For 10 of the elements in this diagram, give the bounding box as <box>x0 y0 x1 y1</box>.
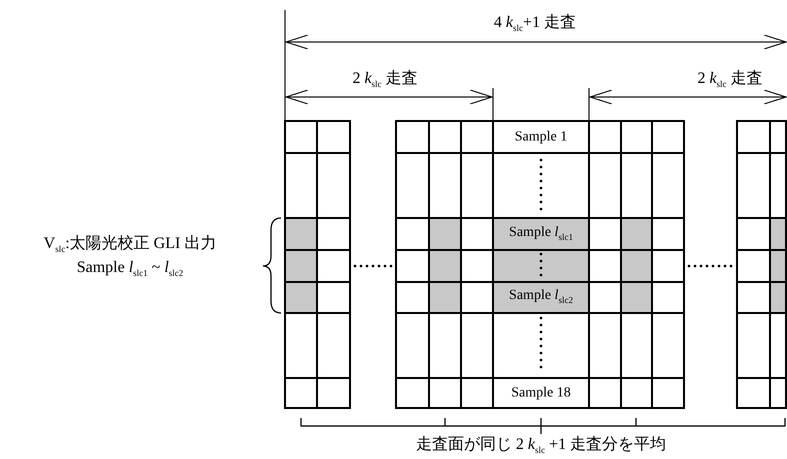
cell-text: Sample 18 <box>511 385 571 401</box>
dimension-label: 2 k$_{slc}$ 走査 <box>697 70 763 90</box>
cell-text: Sample l$_{slc1}$ <box>509 225 573 243</box>
dimension-label: 4 k$_{slc}$+1 走査 <box>494 14 576 34</box>
annotation-text: Sample l$_{slc1}$ ~ l$_{slc2}$ <box>76 258 184 280</box>
dimension-label: 2 k$_{slc}$ 走査 <box>352 70 418 90</box>
cell-text: Sample l$_{slc2}$ <box>509 288 573 306</box>
cell-text: Sample 1 <box>514 129 568 145</box>
annotation-text: V$_{slc}$:太陽光校正 GLI 出力 <box>44 234 216 256</box>
caption-text: 走査面が同じ 2 k$_{slc}$ +1 走査分を平均 <box>416 436 666 456</box>
